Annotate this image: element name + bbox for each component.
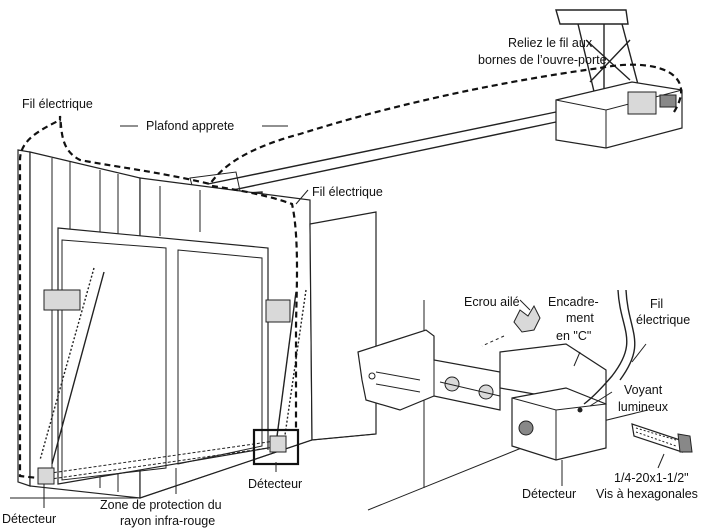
opener-terminals [659, 94, 677, 108]
leader-lines [43, 118, 665, 508]
detector-lens [518, 420, 534, 436]
l-bracket [357, 329, 501, 411]
motor-housing [555, 81, 683, 149]
hanging-bracket [577, 23, 641, 101]
label-c-bracket-1: Encadre- [548, 295, 599, 309]
label-c-bracket-3: en "C" [556, 329, 591, 343]
detector-box [511, 387, 607, 461]
garage-door [57, 227, 269, 485]
label-detector-left: Détecteur [2, 512, 56, 526]
label-indicator-1: Voyant [624, 383, 663, 397]
door-springs [39, 267, 307, 465]
right-wall [309, 211, 377, 441]
label-bolt-1: 1/4-20x1-1/2" [614, 471, 689, 485]
garage-door-opener [149, 9, 683, 221]
floor-line [10, 433, 377, 499]
label-c-bracket-2: ment [566, 311, 594, 325]
wire-route-right [211, 184, 299, 430]
garage-wall [10, 149, 377, 499]
label-electric-wire-center: Fil électrique [312, 185, 383, 199]
adjust-nut [444, 376, 460, 392]
label-ir-zone-2: rayon infra-rouge [120, 514, 215, 528]
label-ir-zone-1: Zone de protection du [100, 498, 222, 512]
label-indicator-2: lumineux [618, 400, 669, 414]
label-detector-center: Détecteur [248, 477, 302, 491]
label-electric-wire-right-2: électrique [636, 313, 690, 327]
label-detector-detail: Détecteur [522, 487, 576, 501]
hex-bolt [631, 423, 683, 453]
label-electric-wire-right-1: Fil [650, 297, 663, 311]
left-spring [39, 267, 95, 461]
label-ceiling: Plafond apprete [146, 119, 234, 133]
sensor-bracket-detail [357, 289, 693, 511]
wire-route-left [18, 63, 682, 480]
opener-terminal-cover [627, 91, 657, 115]
label-wing-nut: Ecrou ailé [464, 295, 520, 309]
label-bolt-2: Vis à hexagonales [596, 487, 698, 501]
left-sensor [37, 467, 55, 485]
label-wire-to-opener-1: Reliez le fil aux [508, 36, 593, 50]
wing-nut [513, 304, 541, 333]
infrared-beam-zone [43, 439, 283, 475]
ceiling-mount-plate [555, 9, 629, 25]
opener-rail [207, 111, 557, 195]
detector-wire [583, 289, 628, 405]
right-sensor [269, 435, 287, 453]
label-electric-wire-left: Fil électrique [22, 97, 93, 111]
label-wire-to-opener-2: bornes de l’ouvre-porte [478, 53, 607, 67]
indicator-light [577, 407, 583, 413]
